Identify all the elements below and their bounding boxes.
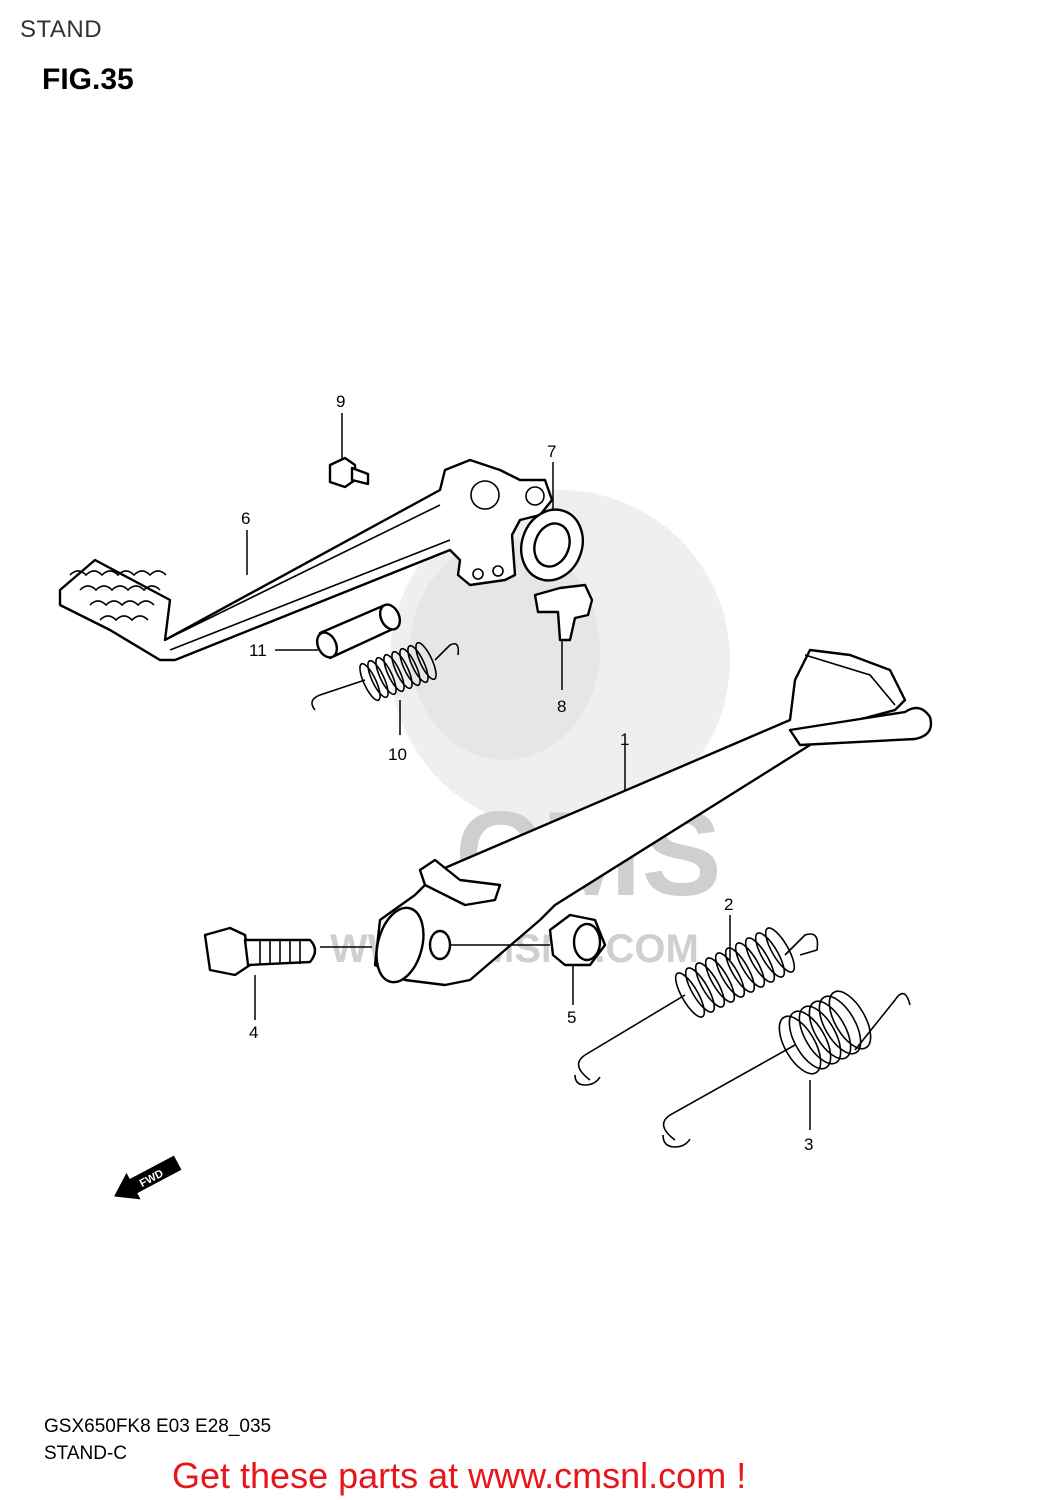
callout-6: 6 (241, 509, 250, 528)
part-5-collar (548, 913, 607, 967)
callout-1: 1 (620, 730, 629, 749)
part-2-spring (574, 927, 819, 1086)
callout-8: 8 (557, 697, 566, 716)
callout-2: 2 (724, 895, 733, 914)
footer-diagram-subtitle: STAND-C (44, 1443, 128, 1464)
part-1-stand (373, 648, 933, 987)
parts-cta-link[interactable]: Get these parts at www.cmsnl.com ! (172, 1455, 747, 1496)
leader-lines (246, 413, 811, 1130)
part-11-sleeve (315, 603, 402, 660)
callouts: 9 7 6 11 8 10 1 2 4 5 3 (241, 392, 813, 1154)
figure-label: FIG.35 (42, 63, 134, 96)
callout-4: 4 (249, 1023, 258, 1042)
part-8-clip (533, 583, 594, 642)
fwd-label: FWD (138, 1168, 166, 1190)
page-header-title: STAND (20, 16, 103, 43)
footer-diagram-code: GSX650FK8 E03 E28_035 (44, 1416, 272, 1437)
part-4-bolt (203, 926, 317, 977)
callout-9: 9 (336, 392, 345, 411)
callout-10: 10 (388, 745, 407, 764)
part-9-bolt (328, 456, 370, 489)
callout-5: 5 (567, 1008, 576, 1027)
fwd-arrow-icon: FWD (114, 1155, 182, 1200)
callout-3: 3 (804, 1135, 813, 1154)
part-10-spring (311, 641, 460, 711)
part-7-washer (520, 508, 584, 582)
callout-7: 7 (547, 442, 556, 461)
callout-11: 11 (249, 641, 267, 660)
part-3-spring (662, 990, 911, 1148)
part-6-lever (58, 458, 554, 662)
